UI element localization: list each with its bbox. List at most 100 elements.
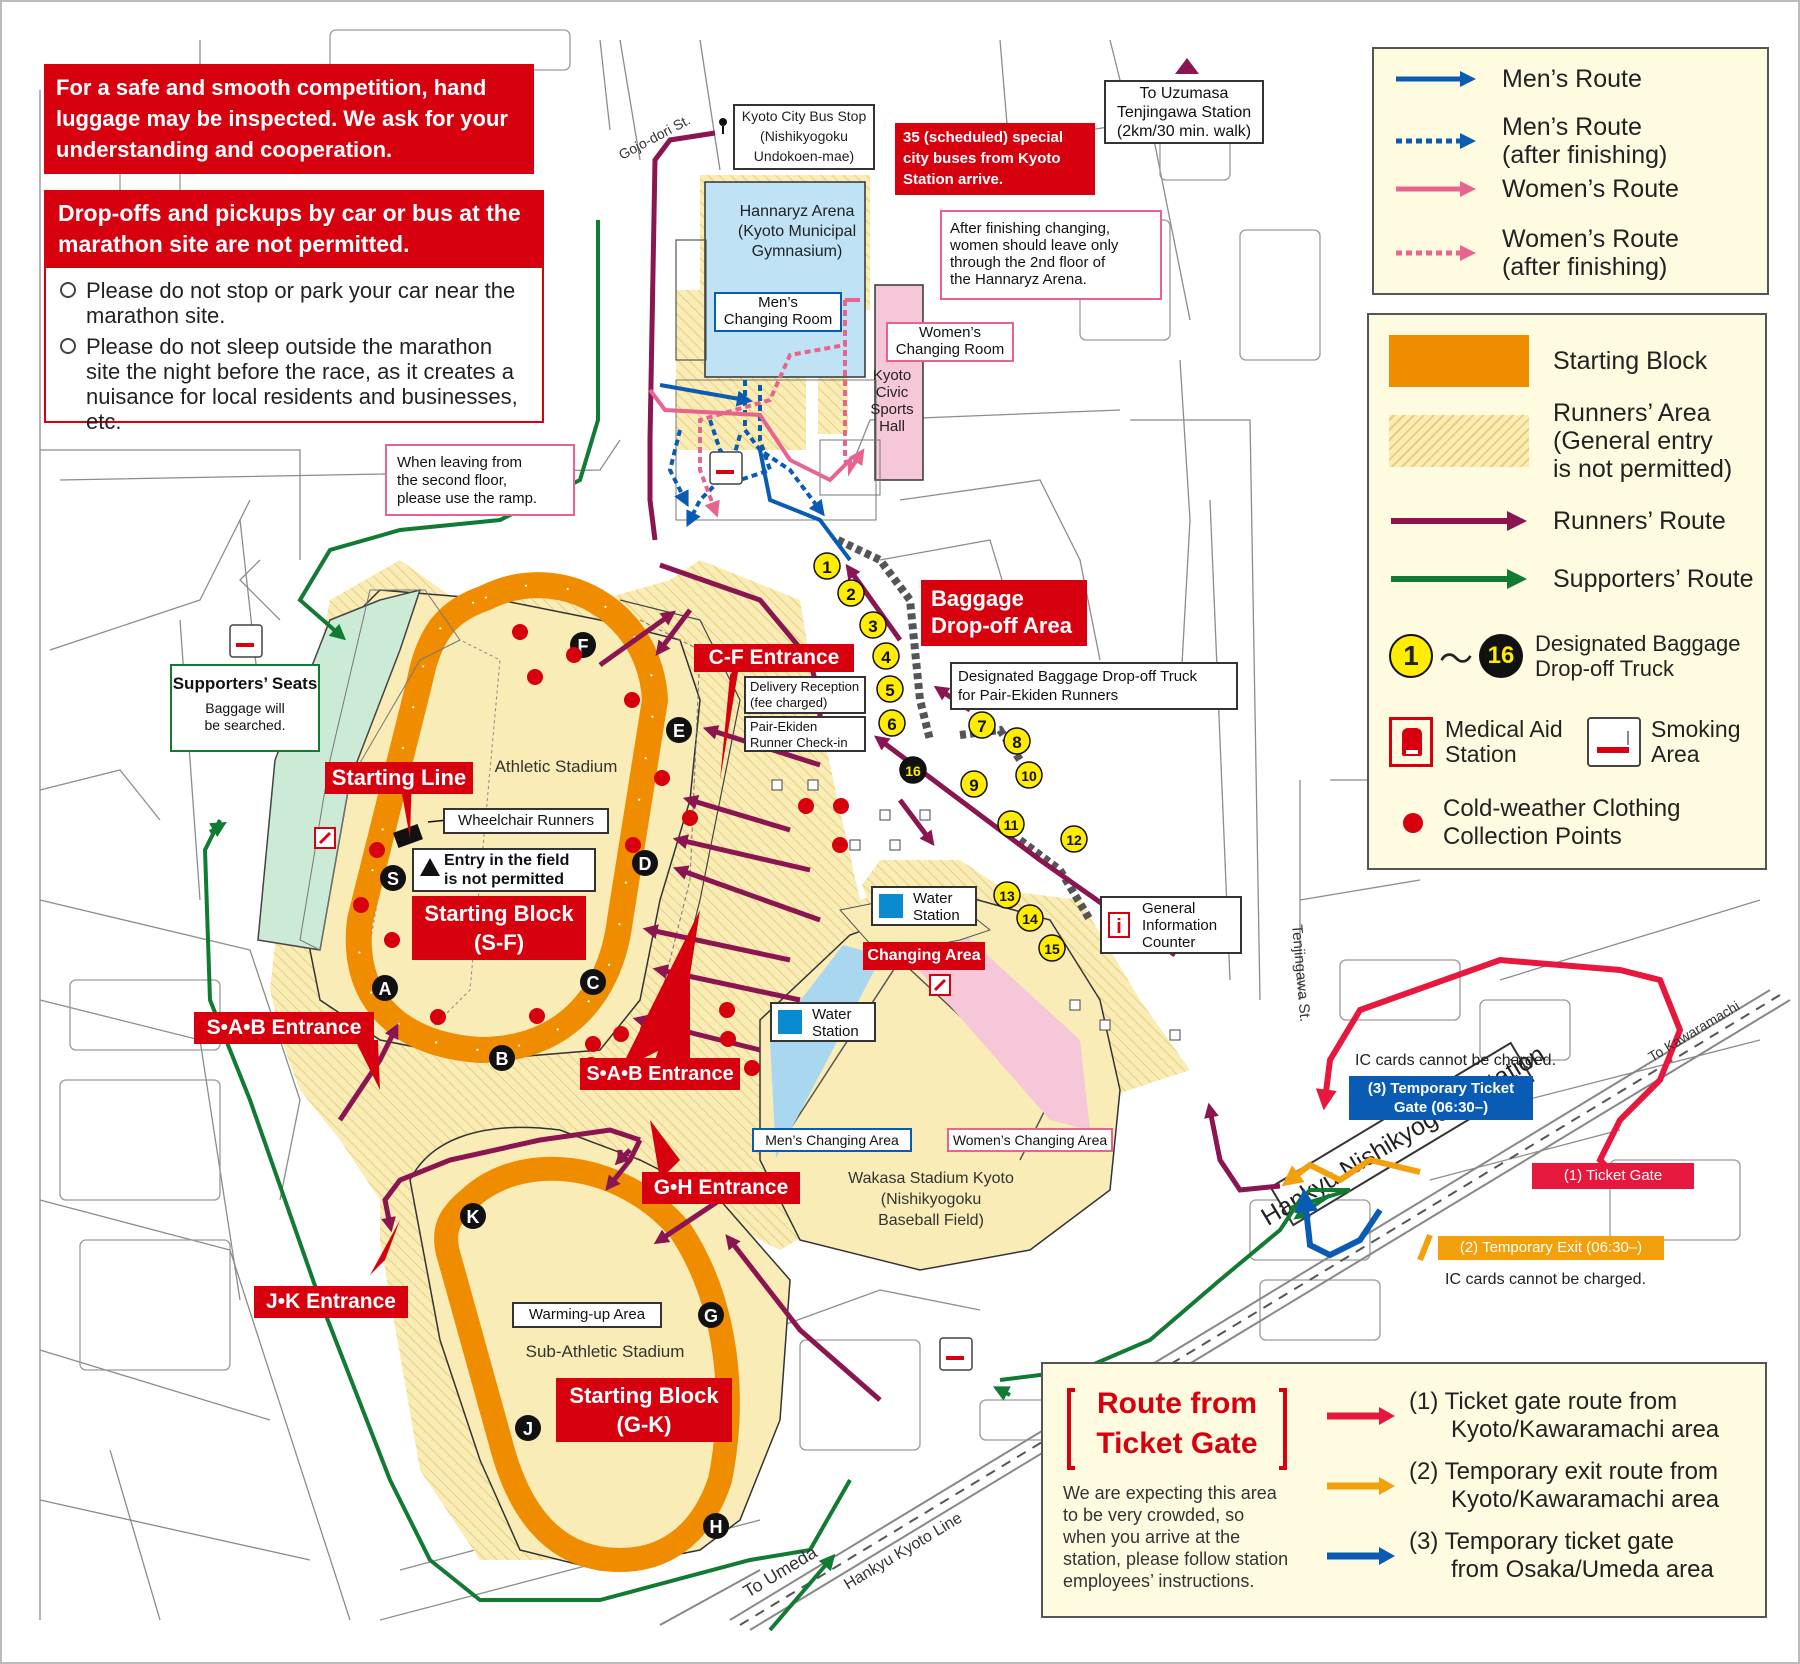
water-station-icon (879, 894, 903, 918)
truck-10: 10 (1015, 761, 1043, 789)
svg-text:F: F (578, 636, 589, 656)
truck-11: 11 (997, 810, 1025, 838)
svg-text:C: C (587, 973, 600, 993)
orange-swatch (1389, 335, 1529, 387)
truck-7: 7 (968, 711, 996, 739)
wakasa-line-2: (Nishikyogoku (881, 1191, 981, 1208)
svg-text:15: 15 (1044, 941, 1060, 957)
temporary-exit-label: (2) Temporary Exit (06:30–) (1438, 1236, 1664, 1260)
cold-weather-points (353, 624, 849, 1076)
ticket-route-box: Route from Ticket Gate We are expecting … (1041, 1362, 1767, 1618)
up-arrow-icon (1175, 58, 1199, 74)
svg-text:J: J (523, 1419, 533, 1439)
truck-8: 8 (1003, 727, 1031, 755)
dropoff-title: Drop-offs and pickups by car or bus at t… (46, 192, 542, 268)
info-icon: i (1108, 912, 1130, 938)
truck-9: 9 (960, 770, 988, 798)
track-marker-c: C (580, 969, 606, 995)
civic-hall-line-4: Hall (879, 418, 905, 435)
track-marker-k: K (460, 1203, 486, 1229)
circle-bullet-icon (60, 338, 76, 354)
ic-note-top: IC cards cannot be charged. (1355, 1052, 1556, 1069)
svg-text:14: 14 (1022, 911, 1038, 927)
svg-text:3: 3 (868, 617, 877, 636)
dropoff-item-2: Please do not sleep outside the marathon… (60, 334, 530, 434)
svg-text:4: 4 (881, 648, 891, 667)
ticket-route-note: We are expecting this area to be very cr… (1063, 1483, 1289, 1591)
supporters-route (202, 220, 1351, 1632)
truck-2: 2 (837, 579, 865, 607)
truck-4: 4 (872, 642, 900, 670)
track-markers-main: F E D C B A S (372, 632, 692, 1071)
starting-line-bar (393, 824, 423, 848)
hatched-swatch (1389, 415, 1529, 467)
track-marker-h: H (703, 1513, 729, 1539)
athletic-stadium-label: Athletic Stadium (495, 757, 618, 776)
track-marker-e: E (666, 717, 692, 743)
wakasa-line-3: Baseball Field) (878, 1212, 984, 1229)
plaza-boxes (771, 779, 1181, 1041)
jk-entrance-label: J•K Entrance (254, 1286, 408, 1318)
svg-text:7: 7 (977, 717, 986, 736)
medical-aid-icon (314, 827, 951, 996)
inspection-notice: For a safe and smooth competition, hand … (44, 64, 534, 174)
svg-text:D: D (639, 854, 652, 874)
bracket-left-icon (1067, 1388, 1075, 1470)
baggage-dropoff-area-label: Baggage Drop-off Area (921, 580, 1087, 646)
ramp-note: When leaving from the second floor, plea… (385, 444, 575, 516)
ticket-gate-label: (1) Ticket Gate (1532, 1163, 1694, 1189)
ic-note-bottom: IC cards cannot be charged. (1445, 1271, 1646, 1288)
truck-6: 6 (878, 709, 906, 737)
blue-dotted-arrow-icon (1396, 133, 1476, 149)
uzumasa-box: To Uzumasa Tenjingawa Station (2km/30 mi… (1104, 80, 1264, 144)
bus-stop-box: Kyoto City Bus Stop (Nishikyogoku Undoko… (733, 104, 875, 170)
womens-changing-area-label: Women’s Changing Area (947, 1128, 1113, 1152)
svg-text:K: K (467, 1207, 480, 1227)
purple-arrow-icon (1391, 511, 1527, 531)
medical-aid-icon (1389, 717, 1433, 767)
legend-mens-route: Men’s Route (1394, 65, 1642, 93)
civic-hall-line-1: Kyoto (873, 367, 911, 384)
changing-area-label: Changing Area (863, 942, 985, 970)
orange-arrow-icon (1327, 1477, 1395, 1495)
starting-block-sf-label: Starting Block (S-F) (412, 896, 586, 960)
womens-route (648, 298, 865, 518)
svg-text:B: B (496, 1049, 509, 1069)
sab-entrance-left-label: S•A•B Entrance (194, 1012, 374, 1044)
wakasa-stadium (759, 889, 1121, 1271)
wakasa-line-1: Wakasa Stadium Kyoto (848, 1170, 1014, 1187)
gh-entrance-label: G•H Entrance (642, 1172, 800, 1204)
truck-16-icon: 16 (1479, 634, 1523, 678)
sub-athletic-stadium (409, 1126, 791, 1573)
svg-text:10: 10 (1021, 768, 1037, 784)
legend-supporters-route: Supporters’ Route (1389, 565, 1754, 593)
civic-hall-line-3: Sports (870, 401, 913, 418)
truck-5: 5 (876, 675, 904, 703)
track-marker-g: G (698, 1302, 724, 1328)
truck-1-icon: 1 (1389, 634, 1433, 678)
arena-line-1: Hannaryz Arena (740, 203, 855, 220)
entry-field-warning: Entry in the field is not permitted (412, 848, 596, 892)
warning-icon (420, 858, 440, 876)
womens-changing-room-box: Women’s Changing Room (886, 322, 1014, 362)
track-markers-sub: K G J H (460, 1203, 729, 1539)
wheelchair-runners-box: Wheelchair Runners (443, 808, 609, 834)
svg-text:8: 8 (1012, 733, 1021, 752)
svg-text:6: 6 (887, 715, 896, 734)
pair-truck-box: Designated Baggage Drop-off Truck for Pa… (950, 662, 1238, 710)
water-station-2: Water Station (770, 1002, 876, 1042)
mens-changing-area-label: Men’s Changing Area (752, 1128, 912, 1152)
legend-mens-route-after: Men’s Route(after finishing) (1394, 113, 1667, 169)
track-marker-a: A (372, 975, 398, 1001)
sub-stadium-label: Sub-Athletic Stadium (526, 1342, 685, 1361)
svg-text:H: H (710, 1517, 723, 1537)
callout-pointers (355, 660, 740, 1275)
track-marker-b: B (489, 1045, 515, 1071)
svg-text:5: 5 (885, 681, 894, 700)
pair-checkin-box: Pair-Ekiden Runner Check-in (744, 716, 866, 752)
